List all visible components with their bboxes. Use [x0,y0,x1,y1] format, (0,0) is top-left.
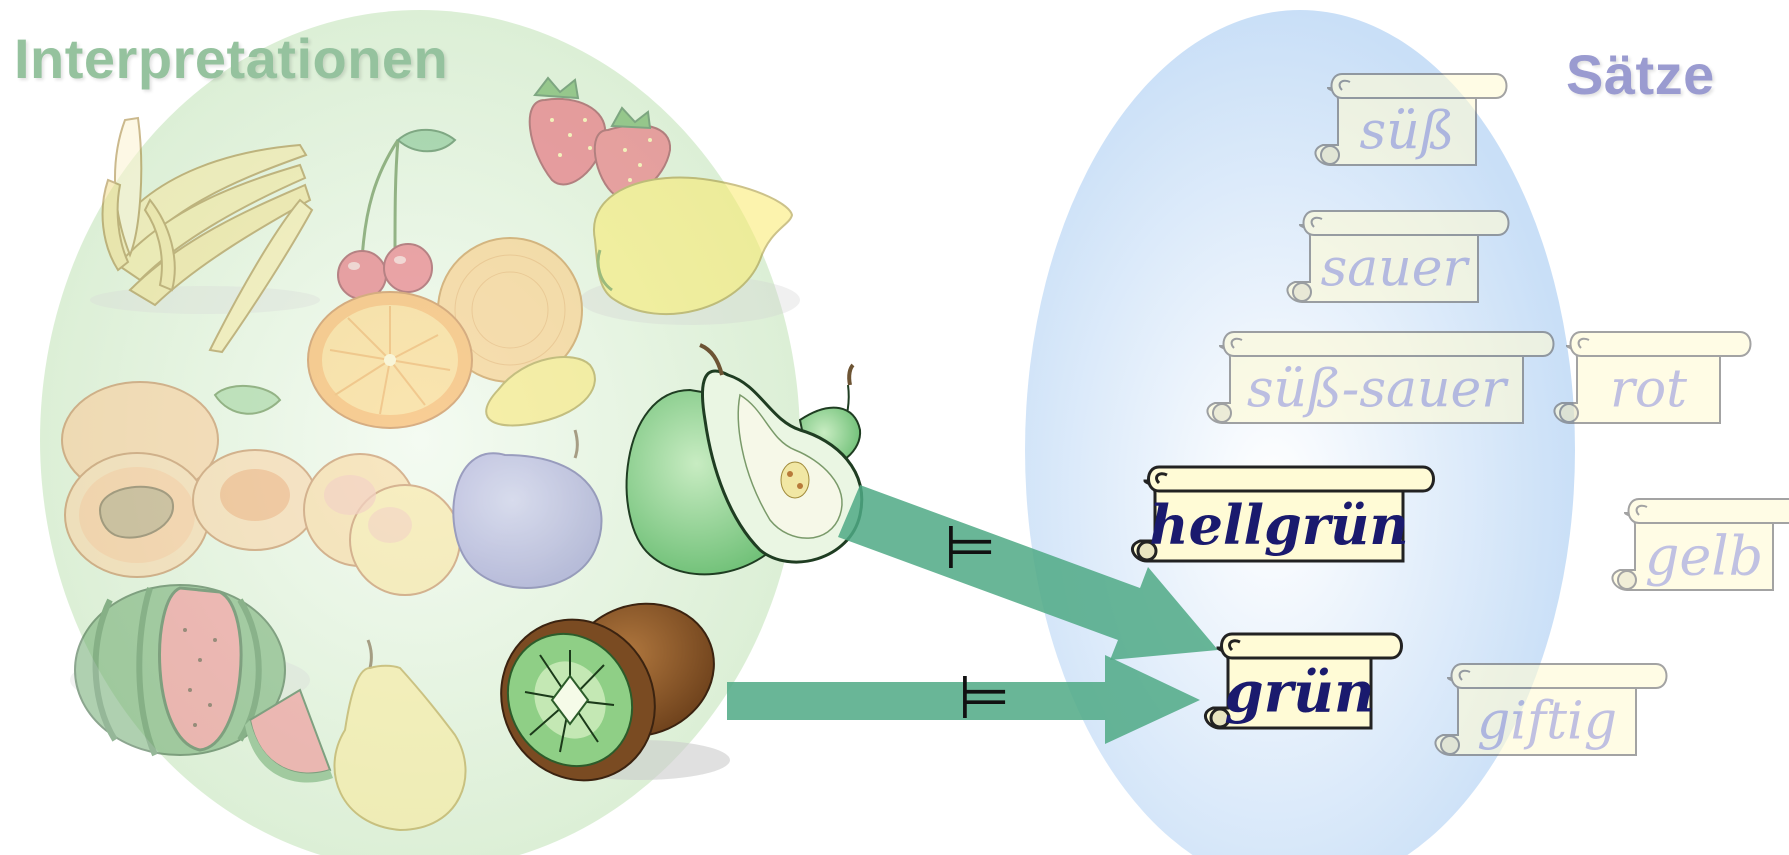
sentence-label: sauer [1321,239,1471,299]
cherries-icon [337,128,457,300]
sentence-label: grün [1224,659,1374,725]
green-pear-icon [625,343,864,576]
watermelon-icon [70,584,333,783]
yellow-pear-icon [333,639,467,832]
models-symbol: ⊨ [958,663,1010,733]
kiwi-icon [500,602,730,782]
sentence-scroll-rot: rot [1553,331,1752,424]
interpretations-title: Interpretationen [14,27,449,90]
banana-icon [90,116,320,354]
sentence-label: süß-sauer [1247,360,1509,420]
peach-icon [303,453,461,596]
sentence-scroll-suess: süß [1314,73,1508,166]
orange-icon [307,237,596,429]
plum-icon [452,429,603,589]
sentence-label: giftig [1477,692,1617,752]
sentence-scroll-hellgruen: hellgrün [1130,465,1435,563]
relation-arrow-kiwi [727,655,1200,744]
strawberries-icon [528,76,672,199]
sentence-scroll-suess-sauer: süß-sauer [1206,331,1555,424]
sentence-label: gelb [1645,524,1763,587]
sentence-scroll-gelb: gelb [1611,498,1789,591]
sentences-title: Sätze [1566,43,1715,106]
lemon-icon [580,176,800,325]
models-symbol: ⊨ [944,513,996,583]
sentence-scroll-sauer: sauer [1286,210,1510,303]
sentence-scroll-gruen: grün [1203,632,1403,730]
sentence-label: rot [1610,360,1687,420]
relation-arrow-pear [838,485,1218,660]
sentence-label: süß [1360,102,1455,162]
sentence-label: hellgrün [1149,493,1408,557]
apricot-icon [61,381,318,578]
sentence-scroll-giftig: giftig [1434,663,1668,756]
